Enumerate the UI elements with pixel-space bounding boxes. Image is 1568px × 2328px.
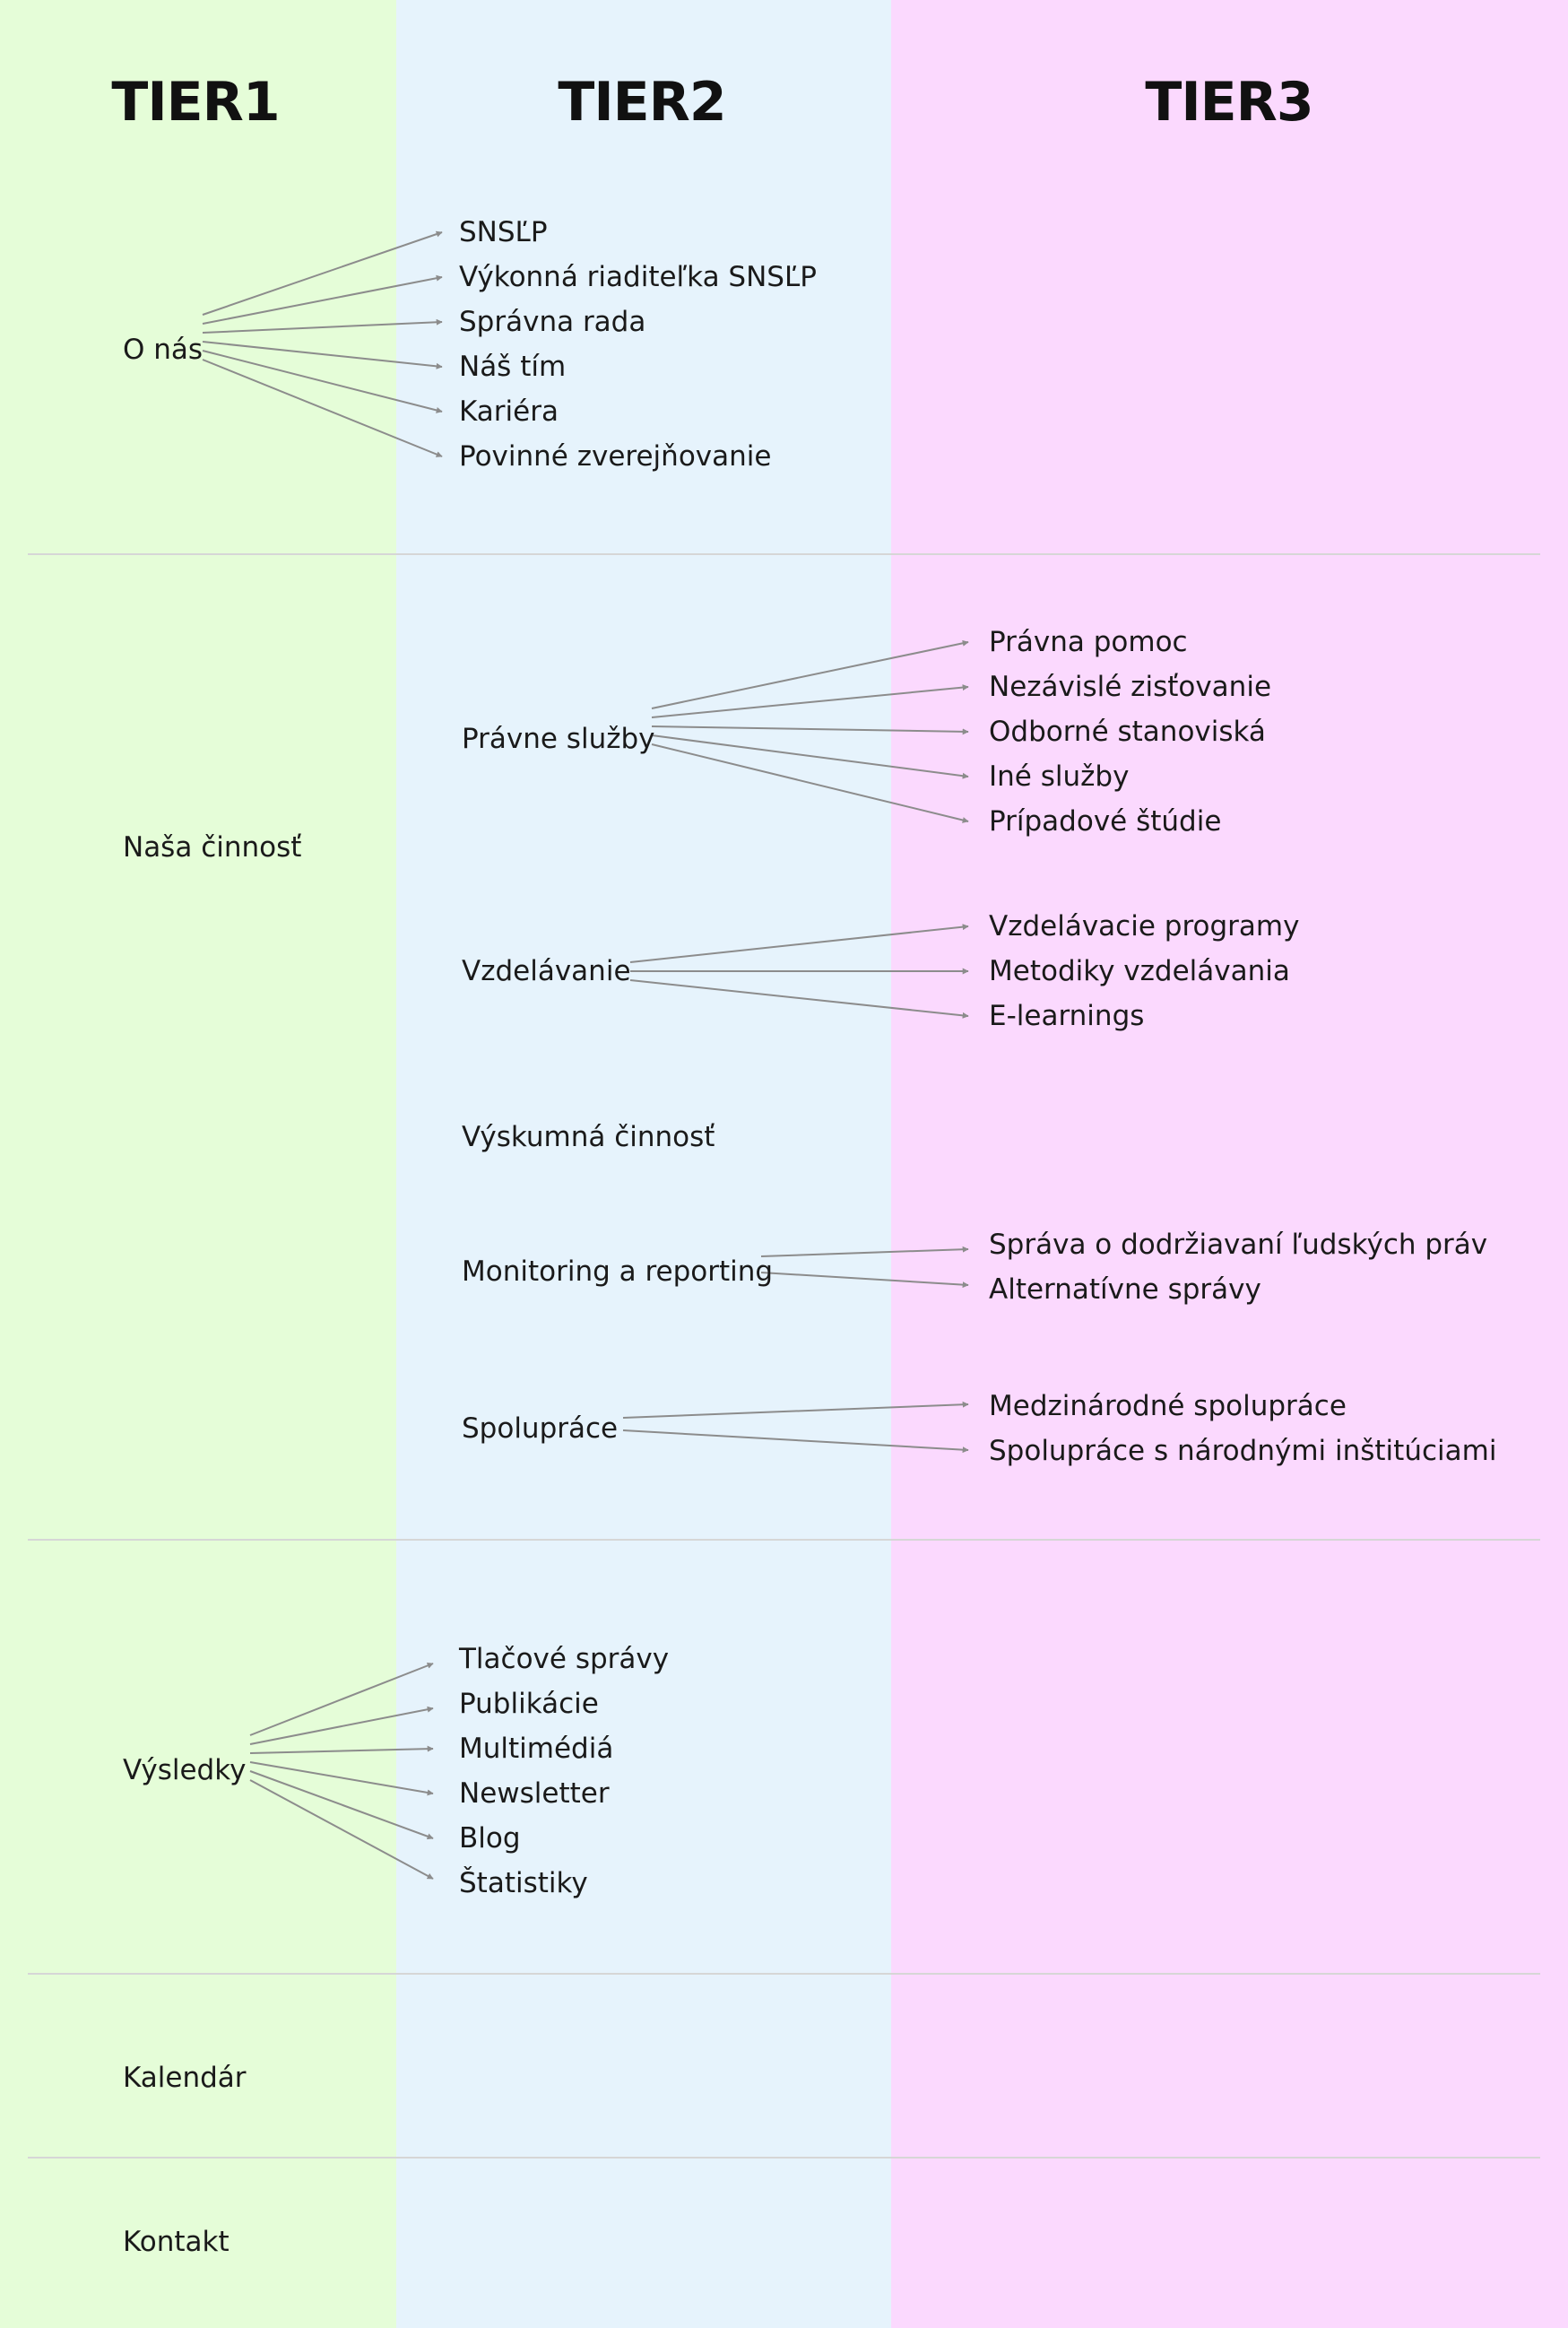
tier3-spoluprace-narodne-institucie[interactable]: Spolupráce s národnými inštitúciami: [989, 1435, 1497, 1467]
tier2-statistiky[interactable]: Štatistiky: [459, 1867, 588, 1899]
tier2-nas-tim[interactable]: Náš tím: [459, 351, 567, 383]
tier2-pravne-sluzby[interactable]: Právne služby: [462, 723, 655, 755]
tier3-column: [891, 0, 1568, 2328]
tier1-kalendar[interactable]: Kalendár: [123, 2062, 247, 2094]
connector-arrow: [622, 1401, 969, 1419]
tier3-medzinarodne-spoluprace[interactable]: Medzinárodné spolupráce: [989, 1390, 1347, 1422]
section-divider: [28, 1539, 1540, 1541]
tier1-o-nas[interactable]: O nás: [123, 334, 204, 366]
connector-arrow: [249, 1663, 434, 1736]
tier2-snslp[interactable]: SNSĽP: [459, 216, 548, 248]
tier2-tlacove-spravy[interactable]: Tlačové správy: [459, 1643, 670, 1675]
section-divider: [28, 553, 1540, 555]
connector-arrow: [202, 230, 443, 316]
tier1-kontakt[interactable]: Kontakt: [123, 2226, 230, 2258]
tier2-vyskumna-cinnost[interactable]: Výskumná činnosť: [462, 1121, 715, 1153]
tier2-monitoring-reporting[interactable]: Monitoring a reporting: [462, 1255, 774, 1288]
connector-arrow: [760, 1246, 969, 1257]
tier2-vzdelavanie[interactable]: Vzdelávanie: [462, 955, 631, 987]
connector-arrow: [249, 1779, 434, 1880]
connector-arrow: [629, 979, 969, 1019]
tier2-vykonna-riaditelka[interactable]: Výkonná riaditeľka SNSĽP: [459, 261, 817, 293]
section-divider: [28, 2157, 1540, 2159]
connector-arrow: [249, 1706, 434, 1745]
connector-arrow: [760, 1272, 969, 1289]
section-divider: [28, 1973, 1540, 1975]
connector-arrow: [202, 274, 443, 325]
tier3-nezavisle-zistovanie[interactable]: Nezávislé zisťovanie: [989, 671, 1272, 703]
tier3-sprava-o-dodrziavani[interactable]: Správa o dodržiavaní ľudských práv: [989, 1229, 1488, 1261]
tier2-spravna-rada[interactable]: Správna rada: [459, 306, 646, 338]
connector-arrow: [651, 743, 969, 823]
connector-arrow: [622, 1429, 969, 1454]
tier1-nasa-cinnost[interactable]: Naša činnosť: [123, 831, 302, 864]
connector-arrow: [202, 318, 443, 334]
tier1-column: [0, 0, 396, 2328]
connector-arrow: [249, 1770, 434, 1840]
connector-arrow: [249, 1745, 434, 1754]
tier3-alternativne-spravy[interactable]: Alternatívne správy: [989, 1273, 1261, 1306]
connector-arrow: [651, 725, 969, 735]
connector-arrow: [651, 684, 969, 718]
tier3-e-learnings[interactable]: E-learnings: [989, 1000, 1145, 1032]
tier2-column: [396, 0, 891, 2328]
tier2-header: TIER2: [558, 71, 726, 134]
tier2-newsletter[interactable]: Newsletter: [459, 1777, 610, 1810]
connector-arrow: [202, 350, 443, 413]
tier1-header: TIER1: [111, 71, 280, 134]
tier2-blog[interactable]: Blog: [459, 1822, 521, 1855]
tier2-multimedia[interactable]: Multimédiá: [459, 1733, 614, 1765]
connector-arrow: [651, 639, 969, 709]
tier2-spoluprace[interactable]: Spolupráce: [462, 1412, 619, 1445]
tier3-pripadove-studie[interactable]: Prípadové štúdie: [989, 805, 1222, 838]
tier3-odborne-stanoviska[interactable]: Odborné stanoviská: [989, 716, 1266, 748]
tier3-metodiky-vzdelavania[interactable]: Metodiky vzdelávania: [989, 955, 1290, 987]
connector-arrow: [629, 924, 969, 963]
tier3-pravna-pomoc[interactable]: Právna pomoc: [989, 626, 1188, 658]
tier1-vysledky[interactable]: Výsledky: [123, 1754, 247, 1786]
tier3-header: TIER3: [1145, 71, 1313, 134]
connector-arrow: [249, 1761, 434, 1796]
tier2-publikacie[interactable]: Publikácie: [459, 1688, 599, 1720]
connector-arrow: [202, 341, 443, 369]
tier2-kariera[interactable]: Kariéra: [459, 395, 559, 428]
connector-arrow: [202, 359, 443, 457]
tier3-vzdelavacie-programy[interactable]: Vzdelávacie programy: [989, 910, 1300, 942]
tier3-ine-sluzby[interactable]: Iné služby: [989, 760, 1130, 793]
connector-arrow: [651, 734, 969, 779]
tier2-povinne-zverejnovanie[interactable]: Povinné zverejňovanie: [459, 440, 772, 473]
